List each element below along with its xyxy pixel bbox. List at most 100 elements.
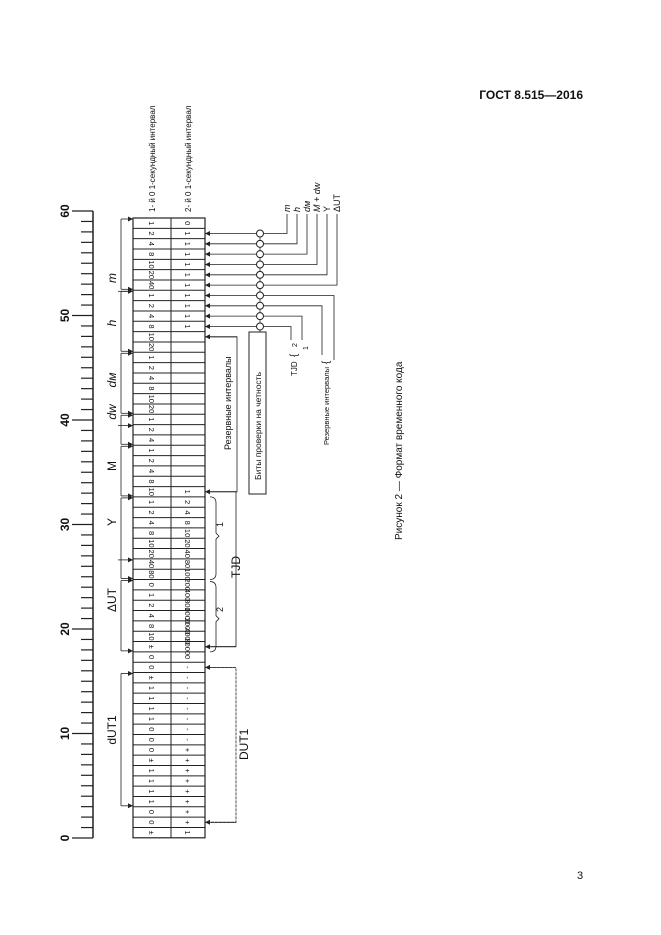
column-header-2: 2- й 0 1-секундный интервал	[184, 105, 193, 212]
cell-col1: 0	[147, 738, 156, 742]
cell-col2: 8000	[183, 638, 192, 655]
group-label-6: ΔUT	[105, 587, 119, 612]
parity-target-label: ΔUT	[332, 193, 342, 212]
tjd-sub-brace-2	[209, 581, 220, 653]
group-arrow-head	[128, 216, 133, 222]
cell-col1: 10	[147, 395, 156, 403]
cell-col1: ±	[147, 831, 156, 835]
parity-node-circle	[256, 229, 264, 238]
cell-col2: 1	[183, 262, 192, 266]
cell-col2: 800	[183, 599, 192, 612]
group-label-2: dм	[105, 373, 119, 388]
cell-col1: 10	[147, 539, 156, 547]
cell-col1: 1	[147, 500, 156, 504]
cell-col2: 1	[183, 304, 192, 308]
parity-link	[264, 214, 328, 276]
parity-arrow-head	[205, 303, 210, 309]
parity-link	[264, 326, 292, 340]
parity-node-circle	[256, 250, 264, 259]
legend-tjd-brace: {	[289, 353, 300, 357]
standard-header: ГОСТ 8.515—2016	[479, 88, 583, 102]
figure-caption: Рисунок 2 — Формат временного кода	[394, 361, 405, 540]
cell-col2: 1	[183, 273, 192, 277]
reserved-intervals-label: Резервные интервалы	[223, 356, 233, 450]
column-header-1: 1- й 0 1-секундный интервал	[148, 105, 157, 212]
parity-link	[264, 305, 323, 355]
tjd-arrow-head	[205, 644, 210, 650]
parity-arrow-head	[205, 241, 210, 247]
cell-col1: 1	[147, 448, 156, 452]
cell-col2: 1	[183, 231, 192, 235]
cell-col2: 1000	[183, 607, 192, 624]
cell-col2: 1	[183, 831, 192, 835]
legend-tjd-label: TJD	[290, 361, 299, 376]
cell-col1: 8	[147, 252, 156, 256]
parity-target-label: h	[292, 207, 302, 212]
tjd-sub-1: 1	[215, 522, 225, 527]
cell-col1: 2	[147, 304, 156, 308]
group-label-3: dw	[105, 403, 119, 420]
parity-node-circle	[256, 270, 264, 279]
cell-col2: +	[183, 820, 192, 825]
scale-label: 10	[58, 727, 72, 741]
group-label-1: h	[105, 319, 119, 326]
cell-col1: 0	[147, 655, 156, 659]
cell-col2: 1	[183, 252, 192, 256]
cell-col2: 40	[183, 550, 192, 558]
cell-col1: 20	[147, 343, 156, 351]
group-boundary-arrow-head	[128, 288, 133, 294]
cell-col1: ±	[147, 645, 156, 649]
parity-arrow-head	[205, 282, 210, 288]
cell-col2: +	[183, 799, 192, 804]
cell-col2: +	[183, 779, 192, 784]
cell-col1: 8	[147, 531, 156, 535]
cell-col1: 2	[147, 231, 156, 235]
cell-col1: 2	[147, 603, 156, 607]
parity-target-label: M + dw	[312, 182, 322, 212]
cell-col1: 20	[147, 550, 156, 558]
reserved-arrow-head	[205, 334, 210, 340]
group-arrow-head	[128, 412, 133, 418]
cell-col2: 80	[183, 560, 192, 568]
cell-col2: -	[183, 738, 192, 741]
parity-box	[248, 331, 267, 495]
parity-target-label: Y	[322, 206, 332, 212]
scale-label: 30	[58, 518, 72, 532]
cell-col1: 4	[147, 469, 156, 473]
dut1-arrow-head	[205, 664, 210, 670]
cell-col1: 1	[147, 717, 156, 721]
parity-link	[264, 295, 335, 360]
parity-link	[264, 214, 318, 265]
tjd-sub-2: 2	[215, 607, 225, 612]
group-arrow-head	[128, 578, 133, 584]
legend-tjd-1: 1	[303, 346, 310, 350]
cell-col2: 10	[183, 529, 192, 537]
legend-reserved-label: Резервные интервалы	[322, 367, 331, 445]
cell-col1: 4	[147, 521, 156, 525]
cell-col2: -	[183, 666, 192, 669]
cell-col1: 1	[147, 221, 156, 225]
cell-col2: +	[183, 768, 192, 773]
cell-col1: 1	[147, 293, 156, 297]
group-arrow-head	[128, 495, 133, 501]
parity-arrow-head	[205, 323, 210, 329]
cell-col1: 1	[147, 707, 156, 711]
parity-link	[264, 214, 308, 255]
cell-col2: 2000	[183, 618, 192, 635]
group-label-5: Y	[105, 518, 119, 526]
dut1-bracket	[205, 666, 237, 823]
cell-col2: 8	[183, 521, 192, 525]
cell-col1: 8	[147, 624, 156, 628]
cell-col1: 1	[147, 696, 156, 700]
cell-col1: 8	[147, 386, 156, 390]
cell-col1: 40	[147, 281, 156, 289]
cell-col1: 1	[147, 789, 156, 793]
cell-col1: 4	[147, 376, 156, 380]
scale-label: 0	[58, 834, 72, 841]
parity-node-circle	[256, 312, 264, 321]
cell-col1: 80	[147, 570, 156, 578]
cell-col1: 10	[147, 333, 156, 341]
cell-col2: +	[183, 810, 192, 815]
parity-arrow-head	[205, 272, 210, 278]
